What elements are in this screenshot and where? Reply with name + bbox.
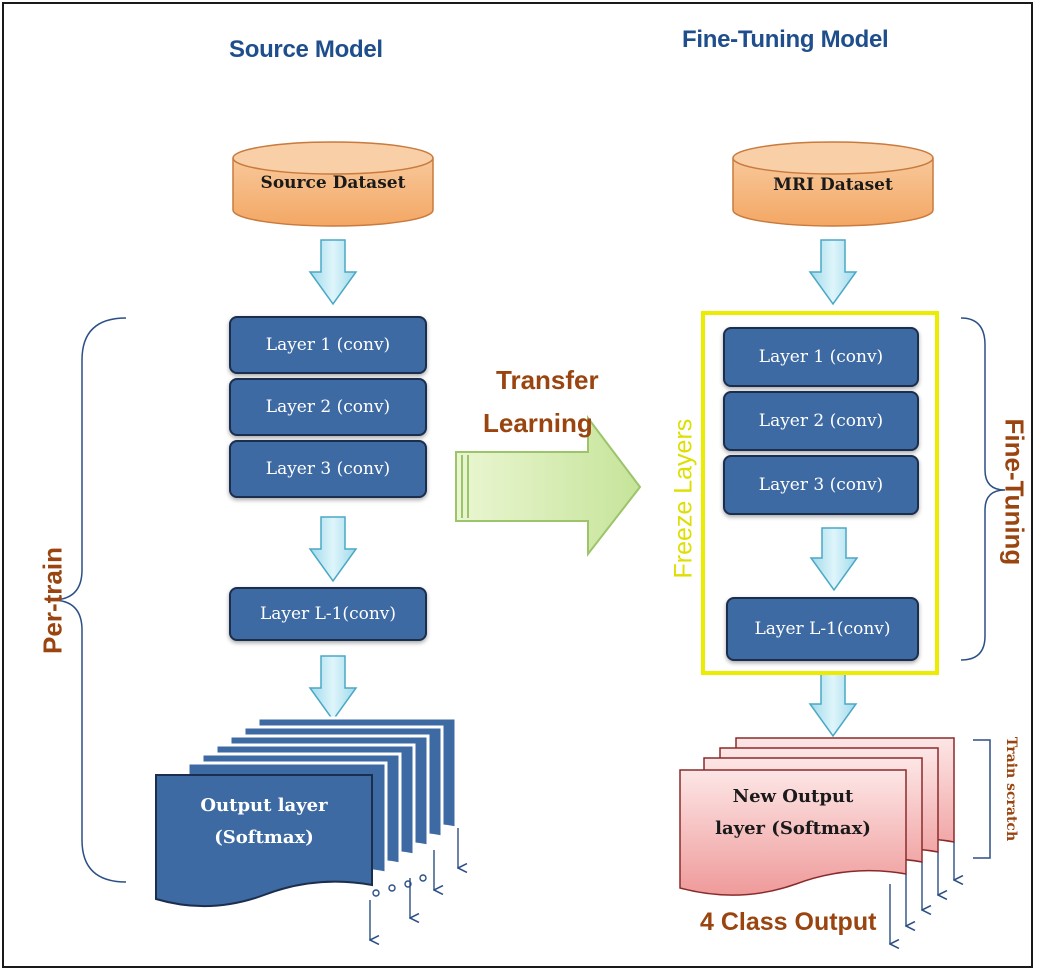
down-arrow-icon (308, 516, 358, 583)
source-output-label: Output layer (Softmax) (166, 790, 362, 854)
ft-layer-2: Layer 2 (conv) (723, 391, 919, 451)
transfer-arrow-icon (455, 415, 642, 557)
mri-dataset-label: MRI Dataset (773, 175, 893, 195)
down-arrow-icon (308, 239, 358, 306)
source-output-line2: (Softmax) (214, 827, 314, 848)
ft-layer-last: Layer L-1(conv) (726, 597, 919, 661)
down-arrow-icon (808, 239, 858, 306)
source-dataset-label: Source Dataset (260, 173, 406, 193)
source-layer-3: Layer 3 (conv) (229, 440, 427, 498)
source-layer-last: Layer L-1(conv) (229, 587, 427, 641)
new-output-arrows (890, 842, 954, 944)
fine-tuning-brace (960, 317, 1006, 661)
fine-tuning-model-title: Fine-Tuning Model (682, 26, 889, 53)
new-output-stack (679, 737, 955, 896)
source-output-stack (155, 716, 458, 908)
new-output-line1: New Output (732, 786, 854, 807)
train-scratch-bracket (973, 739, 991, 859)
down-arrow-icon (808, 671, 858, 738)
transfer-label: Transfer (496, 365, 599, 395)
class-output-label: 4 Class Output (700, 908, 877, 936)
down-arrow-icon (308, 655, 358, 722)
source-output-arrows (370, 828, 458, 940)
train-scratch-label: Train scratch (1003, 736, 1019, 842)
freeze-layers-frame (701, 311, 939, 675)
per-train-label: Per-train (37, 547, 68, 654)
new-output-line2: layer (Softmax) (715, 818, 871, 839)
freeze-layers-label: Freeze Layers (669, 418, 698, 579)
down-arrow-icon (809, 527, 859, 592)
new-output-label: New Output layer (Softmax) (690, 781, 896, 845)
mri-dataset-cylinder (732, 141, 934, 227)
source-layer-1: Layer 1 (conv) (229, 316, 427, 374)
source-layer-2: Layer 2 (conv) (229, 378, 427, 436)
source-dataset-cylinder (232, 141, 434, 227)
fine-tuning-label: Fine-Tuning (999, 418, 1030, 566)
source-model-title: Source Model (229, 36, 383, 63)
ft-layer-3: Layer 3 (conv) (723, 455, 919, 515)
source-output-line1: Output layer (200, 795, 328, 816)
ft-layer-1: Layer 1 (conv) (723, 327, 919, 387)
per-train-brace (51, 317, 127, 883)
learning-label: Learning (483, 408, 593, 438)
